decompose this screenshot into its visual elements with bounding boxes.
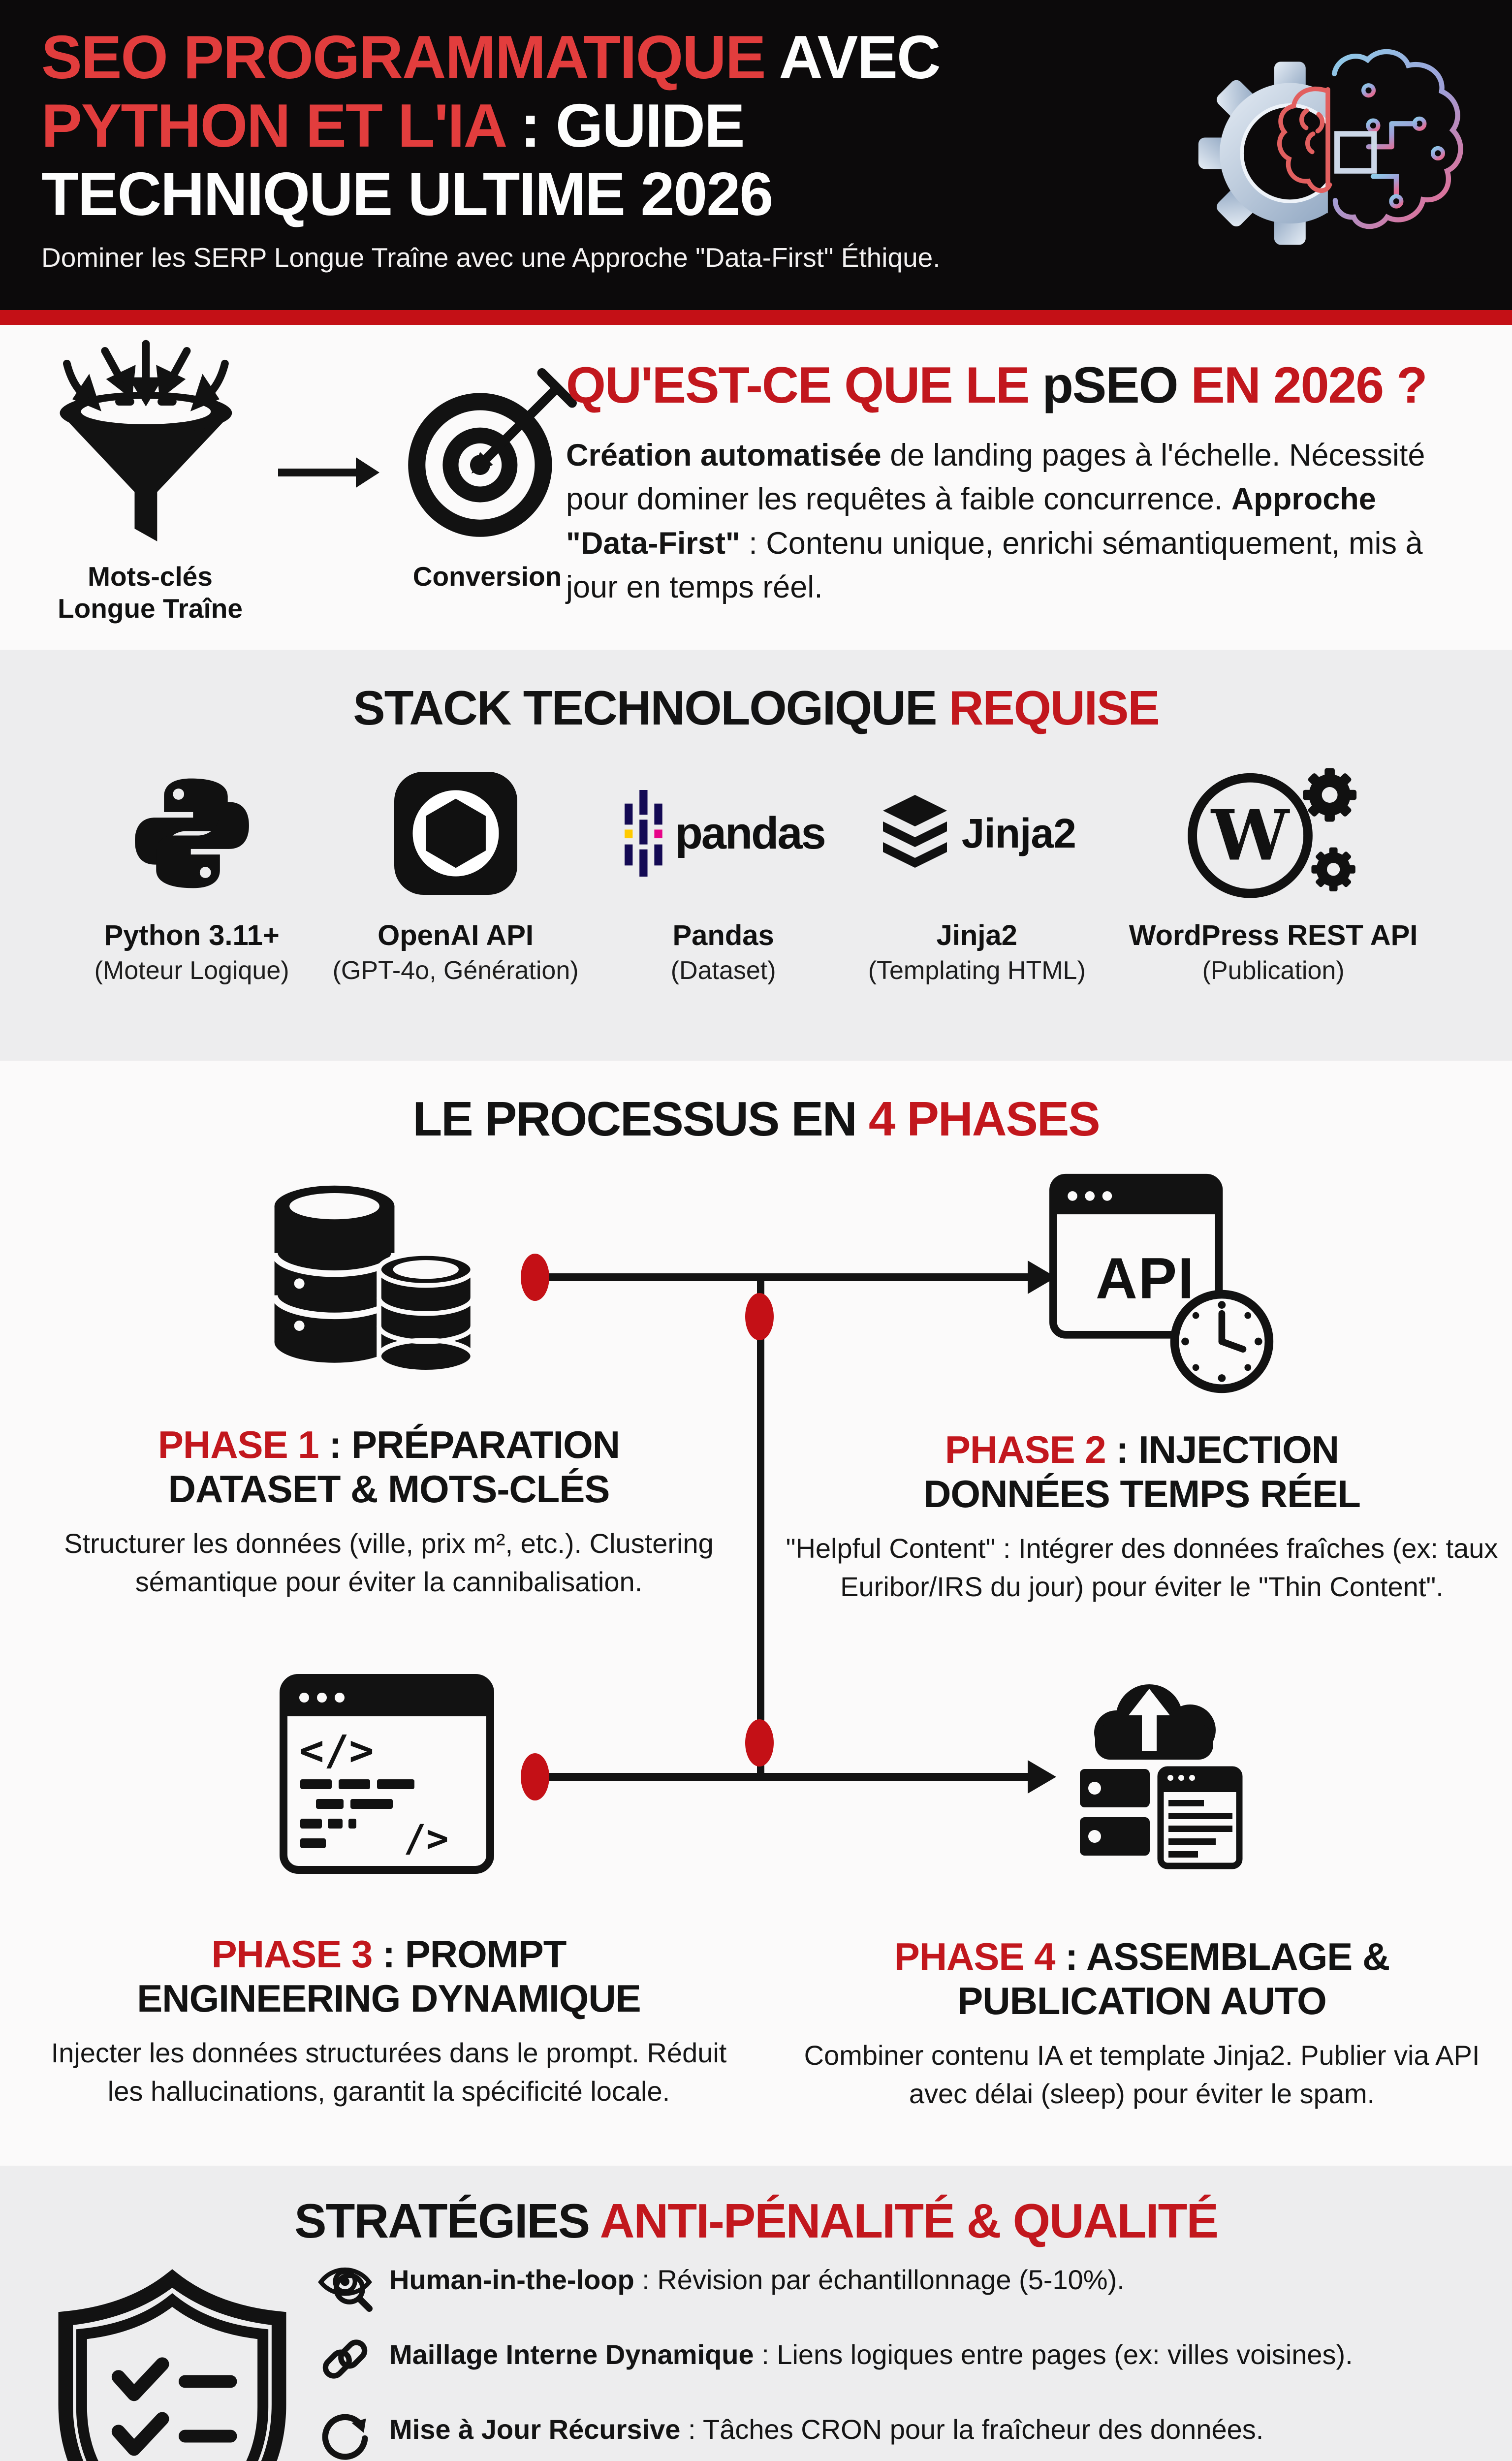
title-line1-white: AVEC	[765, 24, 941, 92]
pseo-text-block: QU'EST-CE QUE LE pSEO EN 2026 ? Création…	[566, 356, 1477, 610]
wordpress-logo-icon: W	[1188, 768, 1357, 898]
svg-text:/>: />	[404, 1816, 449, 1860]
flow-node-dot	[521, 1753, 549, 1800]
stack-item-pandas: pandas Pandas (Dataset)	[622, 759, 826, 985]
database-icon	[271, 1185, 475, 1375]
svg-text:W: W	[1210, 795, 1290, 877]
shield-checklist-icon	[58, 2269, 286, 2461]
title-line2-white: : GUIDE	[504, 92, 745, 160]
stack-item-openai: OpenAI API (GPT-4o, Génération)	[333, 759, 579, 985]
pseo-heading: QU'EST-CE QUE LE pSEO EN 2026 ?	[566, 357, 1428, 414]
phase-3-body: Injecter les données structurées dans le…	[51, 2037, 727, 2107]
chain-link-icon	[322, 2339, 368, 2379]
eye-magnifier-icon	[318, 2267, 373, 2312]
pandas-logo-icon	[624, 790, 662, 877]
section-strategies: STRATÉGIES ANTI-PÉNALITÉ & QUALITÉ Human…	[0, 2166, 1512, 2461]
flow-line-phase1-2	[536, 1273, 1029, 1281]
subtitle: Dominer les SERP Longue Traîne avec une …	[41, 242, 941, 273]
strategies-heading: STRATÉGIES ANTI-PÉNALITÉ & QUALITÉ	[294, 2194, 1219, 2248]
jinja2-wordmark: Jinja2	[961, 810, 1076, 856]
phase-1-body: Structurer les données (ville, prix m², …	[64, 1527, 714, 1598]
conversion-target-icon	[408, 368, 577, 537]
stack-item-wordpress: W	[1129, 759, 1418, 985]
flow-line-phase3-4	[536, 1773, 1029, 1781]
stack-item-jinja2: Jinja2 Jinja2 (Templating HTML)	[868, 759, 1086, 985]
title-line1-red: SEO PROGRAMMATIQUE	[41, 24, 766, 92]
strategy-bullets: Human-in-the-loop : Révision par échanti…	[317, 2257, 1490, 2461]
bullet-mise-a-jour: Mise à Jour Récursive : Tâches CRON pour…	[317, 2406, 1490, 2461]
api-browser-clock-icon: API	[1049, 1173, 1274, 1393]
phase-2-body: "Helpful Content" : Intégrer des données…	[786, 1532, 1498, 1603]
flow-vertical-line	[757, 1280, 764, 1778]
title-line2-red: PYTHON ET L'IA	[41, 92, 505, 160]
refresh-arrows-icon	[322, 2414, 368, 2460]
gear-brain-ai-logo-icon	[1198, 19, 1480, 279]
phase-4-body: Combiner contenu IA et template Jinja2. …	[804, 2039, 1480, 2110]
flow-arrow-to-phase4-icon	[1028, 1760, 1056, 1794]
pseo-body: Création automatisée de landing pages à …	[566, 438, 1425, 605]
flow-node-dot	[745, 1719, 774, 1767]
phase-4-block: PHASE 4 : ASSEMBLAGE &PUBLICATION AUTO C…	[783, 1934, 1501, 2114]
funnel-figure: Mots-clés Longue Traîne	[27, 340, 273, 625]
flow-node-dot	[521, 1254, 549, 1301]
funnel-label: Mots-clés Longue Traîne	[58, 561, 243, 624]
stack-items-row: Python 3.11+ (Moteur Logique) Open	[0, 759, 1512, 985]
flow-node-dot	[745, 1293, 774, 1340]
target-figure: Conversion	[381, 364, 593, 593]
target-label: Conversion	[412, 561, 562, 592]
header-banner: SEO PROGRAMMATIQUE AVEC PYTHON ET L'IA :…	[0, 0, 1512, 325]
pandas-wordmark: pandas	[675, 808, 826, 858]
svg-text:</>: </>	[299, 1726, 374, 1774]
publish-upload-icon	[1076, 1684, 1243, 1869]
code-editor-icon: </> />	[280, 1674, 494, 1874]
page-title: SEO PROGRAMMATIQUE AVEC PYTHON ET L'IA :…	[0, 0, 1512, 229]
funnel-to-target-arrow-icon	[278, 457, 379, 488]
phase-4-title: PHASE 4 : ASSEMBLAGE &PUBLICATION AUTO	[894, 1935, 1390, 2023]
bullet-human-in-the-loop: Human-in-the-loop : Révision par échanti…	[317, 2257, 1490, 2312]
svg-text:API: API	[1096, 1246, 1195, 1310]
openai-logo-icon	[394, 772, 517, 895]
stack-item-python: Python 3.11+ (Moteur Logique)	[94, 759, 289, 985]
stack-heading: STACK TECHNOLOGIQUE REQUISE	[353, 681, 1160, 735]
keyword-funnel-icon	[60, 340, 232, 541]
process-heading: LE PROCESSUS EN 4 PHASES	[412, 1092, 1100, 1146]
section-intro-pseo: Mots-clés Longue Traîne Conversion QU'ES…	[0, 325, 1512, 650]
bullet-maillage-interne: Maillage Interne Dynamique : Liens logiq…	[317, 2332, 1490, 2387]
section-stack: STACK TECHNOLOGIQUE REQUISE Python 3.11+…	[0, 650, 1512, 1061]
title-line3: TECHNIQUE ULTIME 2026	[41, 160, 773, 228]
section-process: LE PROCESSUS EN 4 PHASES API	[0, 1061, 1512, 2166]
jinja2-logo-icon	[882, 795, 947, 868]
python-logo-icon	[134, 778, 249, 888]
